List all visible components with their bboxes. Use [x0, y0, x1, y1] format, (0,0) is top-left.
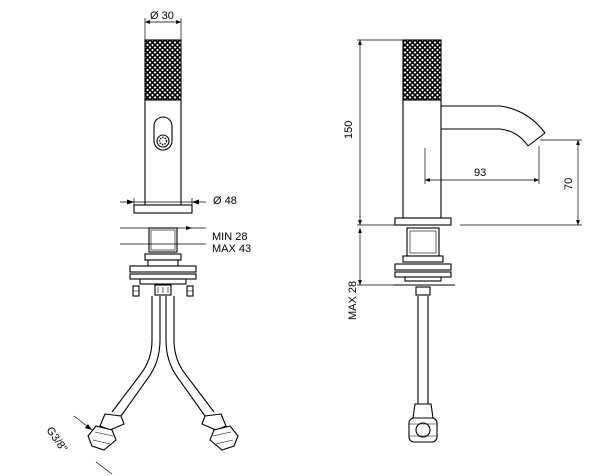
front-knurled-handle: [144, 39, 182, 101]
base-diameter-label: Ø 48: [213, 195, 237, 207]
height-label: 150: [343, 121, 355, 139]
aerator: [153, 116, 173, 151]
side-hose: [408, 296, 438, 443]
connection-thread-label: G3/8": [44, 425, 70, 455]
front-body: [144, 99, 182, 206]
top-diameter-dimension: Ø 30: [144, 10, 182, 40]
base-diameter-dimension: Ø 48: [120, 195, 237, 207]
side-body: [402, 99, 442, 219]
side-view: 150 93 70: [343, 39, 582, 443]
side-shank: [406, 227, 440, 257]
max-thickness-label: MAX 43: [212, 243, 251, 255]
spout: [441, 105, 546, 134]
min-thickness-label: MIN 28: [212, 231, 247, 243]
right-hose-connector: [201, 413, 239, 451]
spout-reach-dimension: 93: [424, 146, 540, 184]
side-knurled-handle: [402, 39, 442, 101]
side-fixing-plate: [394, 263, 452, 271]
front-fixing-plate: [129, 265, 197, 273]
front-shank: [148, 227, 178, 253]
side-base-plate: [394, 217, 452, 226]
max-depth-label: MAX 28: [347, 281, 359, 320]
top-diameter-label: Ø 30: [150, 10, 174, 22]
max-depth-dimension: MAX 28: [347, 228, 393, 320]
front-base-plate: [133, 204, 193, 214]
fixing-screws: [132, 284, 194, 297]
left-hose-connector: [87, 413, 125, 451]
front-view: Ø 30 Ø 48 MIN: [44, 10, 251, 475]
mounting-thickness-dimension: MIN 28 MAX 43: [120, 226, 251, 255]
spout-reach-label: 93: [474, 167, 486, 179]
height-dimension: 150: [343, 39, 403, 226]
spout-height-dimension: 70: [460, 139, 582, 226]
spout-height-label: 70: [563, 178, 575, 190]
flexible-hoses: [87, 296, 239, 451]
